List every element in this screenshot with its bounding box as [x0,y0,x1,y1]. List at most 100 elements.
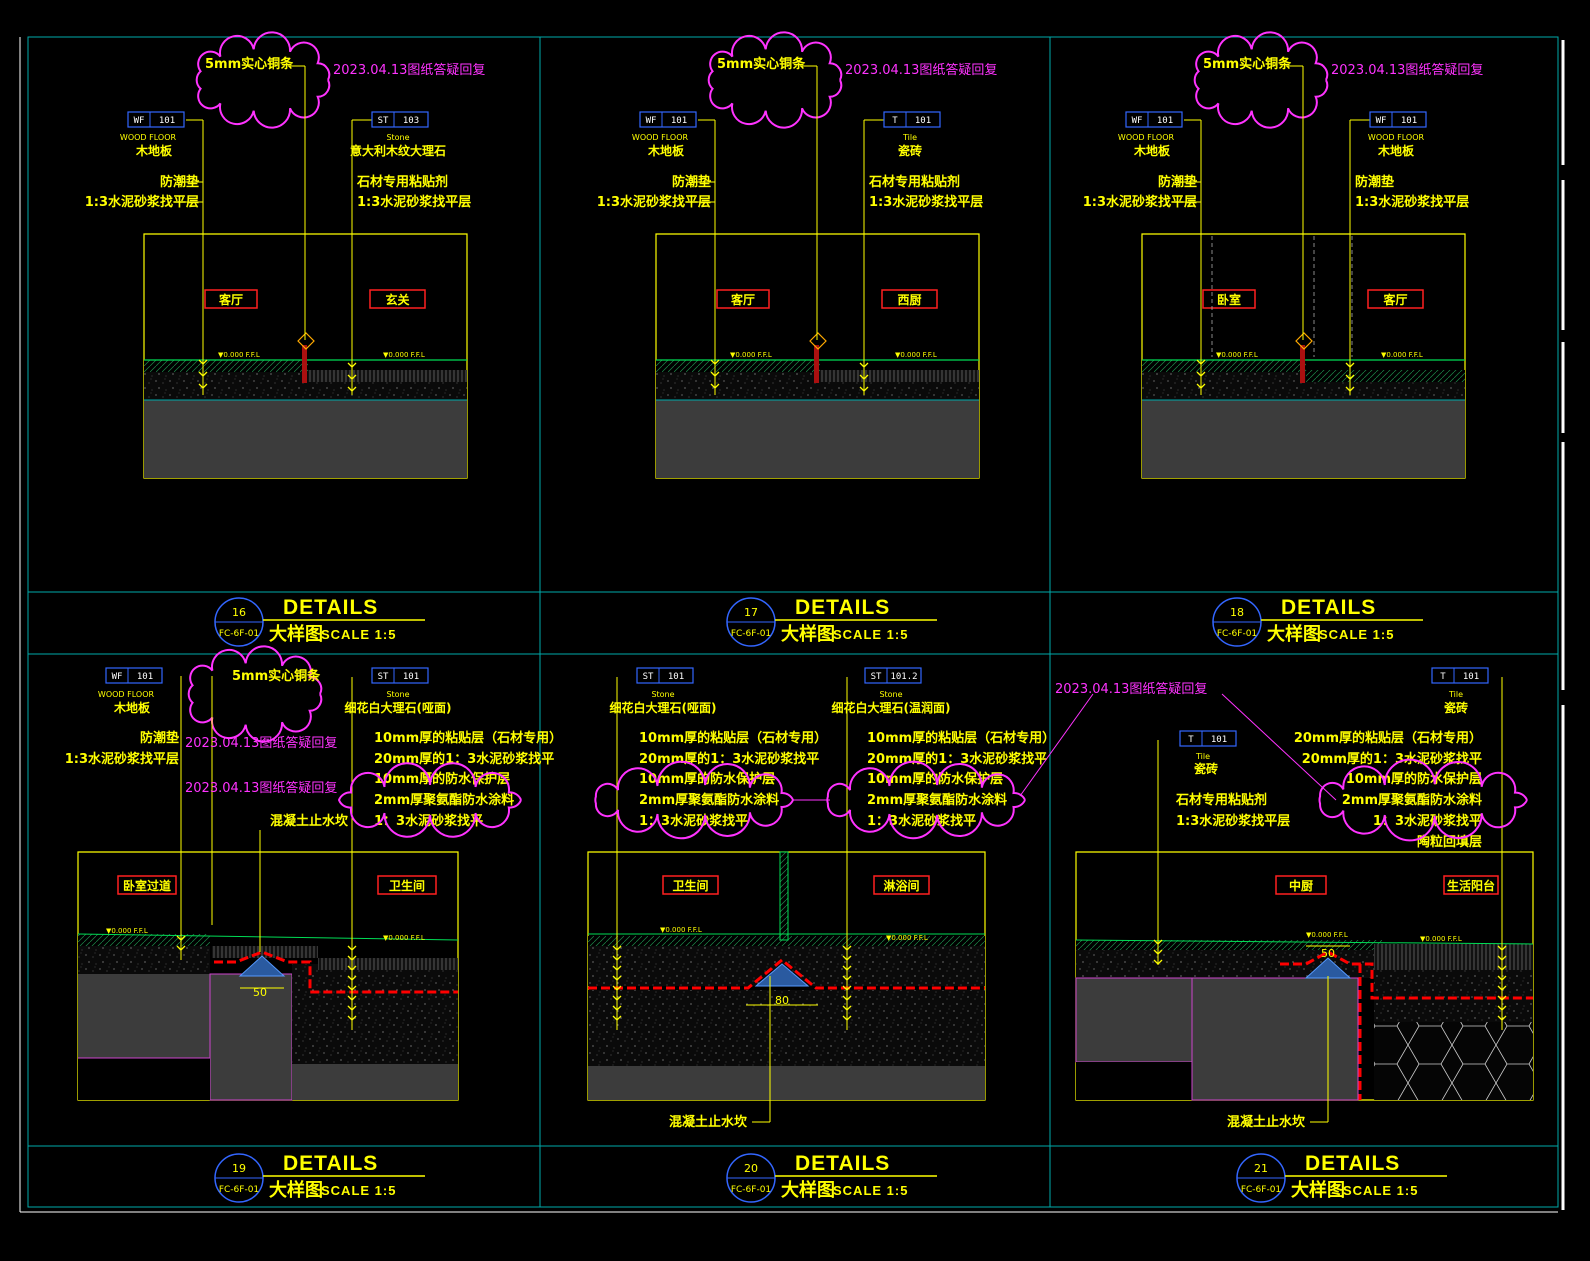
mortar-layer-left [78,946,210,974]
right-layer-2: 1:3水泥砂浆找平层 [357,194,471,210]
material-tag-code: T [1188,735,1194,745]
ffl-mark-left: ▼0.000 F.F.L [730,351,772,359]
void-left [78,1058,210,1100]
details-title: DETAILS [1281,596,1376,619]
leader-arrow [198,359,208,365]
leader-arrow [1497,985,1507,991]
leader-arrow [1497,955,1507,961]
room-name: 客厅 [730,292,755,307]
leader-arrow [859,374,869,380]
right-layer-1: 20mm厚的粘贴层（石材专用） [1294,730,1482,746]
leader-arrow [1196,359,1206,365]
left-layer-2: 1:3水泥砂浆找平层 [85,194,199,210]
material-tag-number: 101 [1211,735,1227,745]
void-left [1076,1062,1192,1100]
details-scale: SCALE 1:5 [833,1183,908,1198]
left-material-en: Tile [1195,752,1210,761]
details-scale: SCALE 1:5 [1343,1183,1418,1198]
details-cn-title: 大样图 [781,1179,835,1201]
right-layer-1: 10mm厚的粘贴层（石材专用） [374,730,562,746]
left-material-en: WOOD FLOOR [632,133,689,142]
detail-sheet-ref: FC-6F-01 [731,629,771,639]
room-tag-box [1367,289,1424,309]
leader-arrow [1345,374,1355,380]
left-material-cn: 木地板 [113,700,151,715]
waterproof-cloud [1318,758,1528,842]
right-material-en: Tile [902,133,917,142]
revision-note: 2023.04.13图纸答疑回复 [1331,62,1483,78]
curb-dimension: 80 [775,994,789,1007]
concrete-slab-right [292,1064,458,1100]
material-tag-code: T [1440,672,1446,682]
right-layer-5: 1：3水泥砂浆找平 [1373,813,1482,829]
leader-arrow [842,1015,852,1021]
right-material-en: Stone [879,690,902,699]
details-scale: SCALE 1:5 [321,1183,396,1198]
finish-line [1075,939,1534,945]
leader-arrow [710,371,720,377]
material-tag [883,111,941,128]
material-tag [1431,667,1489,684]
room-name: 西厨 [897,292,921,307]
copper-strip [814,345,819,383]
detail-number: 21 [1254,1162,1268,1175]
left-material-cn: 木地板 [135,143,173,158]
ffl-mark-left: ▼0.000 F.F.L [660,926,702,934]
screed-layer [1374,970,1533,1022]
balcony-tile [1374,944,1533,970]
left-material-en: Stone [651,690,674,699]
detail-number: 19 [232,1162,246,1175]
waterproof-cloud-left [594,760,794,840]
ffl-mark-right: ▼0.000 F.F.L [886,934,928,942]
material-tag-number: 101 [1463,672,1479,682]
details-title: DETAILS [795,596,890,619]
strip-marker-icon [809,332,827,350]
right-layer-3: 10mm厚的防水保护层 [1346,771,1482,787]
material-tag-number: 101.2 [890,672,917,682]
material-tag-code: ST [378,672,389,682]
right-finish-layer [308,370,467,382]
right-material-cn: 意大利木纹大理石 [350,143,446,158]
right-material-cn: 瓷砖 [898,143,922,158]
material-tag-code: ST [871,672,882,682]
material-tag-code: WF [1376,116,1387,126]
concrete-slab-left [78,974,210,1058]
concrete-slab [588,1066,985,1100]
room-tag-box [873,875,930,895]
left-layer-4: 2mm厚聚氨酯防水涂料 [639,792,779,808]
detail-sheet-ref: FC-6F-01 [1241,1185,1281,1195]
copper-strip [302,345,307,383]
leader-arrow [347,955,357,961]
room-tag-box [662,875,719,895]
leader-arrow [842,995,852,1001]
leader-arrow [842,985,852,991]
revision-note: 2023.04.13图纸答疑回复 [185,780,337,796]
room-tag-box [204,289,258,309]
material-tag [105,667,163,684]
room-tag-box [117,875,177,895]
details-cn-title: 大样图 [781,623,835,645]
right-material-en: Stone [386,690,409,699]
concrete-slab [656,400,979,478]
leader-arrow [176,935,186,941]
revision-note: 2023.04.13图纸答疑回复 [845,62,997,78]
right-layer-4: 2mm厚聚氨酯防水涂料 [867,792,1007,808]
leader-arrow [347,945,357,951]
detail-sheet-ref: FC-6F-01 [219,1185,259,1195]
left-material-cn: 瓷砖 [1194,761,1218,776]
curb-concrete [209,973,293,1101]
left-layer-1: 石材专用粘贴剂 [1175,792,1267,808]
room-name: 生活阳台 [1447,878,1495,893]
left-layer-1: 防潮垫 [160,174,199,190]
curb-label: 混凝土止水坎 [1227,1114,1305,1130]
material-tag [636,667,694,684]
revision-note: 2023.04.13图纸答疑回复 [1055,681,1207,697]
leader-arrow [612,965,622,971]
right-material-cn: 瓷砖 [1444,700,1468,715]
left-layer-1: 防潮垫 [140,730,179,746]
room-name: 卧室 [1217,292,1241,307]
curb-label: 混凝土止水坎 [669,1114,747,1130]
